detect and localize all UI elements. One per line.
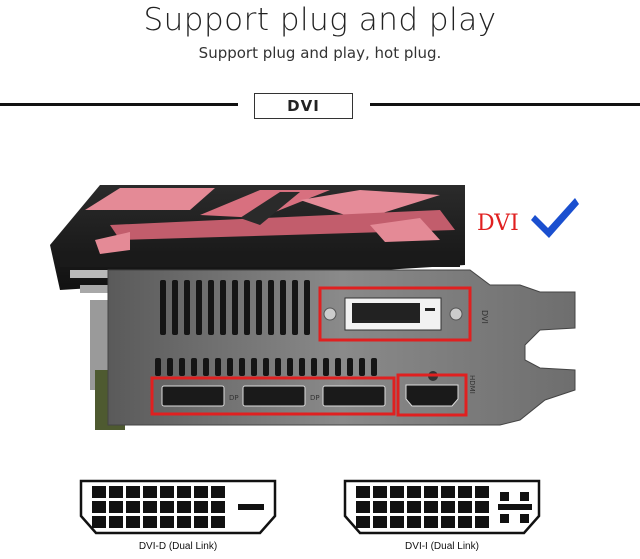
displayport-group: DP DP — [150, 376, 396, 416]
graphics-card-photo: DVI DP DP HDMI DVI — [50, 185, 579, 430]
svg-text:DP: DP — [310, 394, 320, 402]
check-icon — [531, 198, 579, 238]
page-title: Support plug and play — [143, 2, 497, 38]
dvi-highlight-box — [318, 286, 472, 342]
cooler-shroud — [50, 185, 465, 390]
hdmi-port: HDMI — [396, 373, 476, 417]
divider-left — [0, 103, 238, 106]
svg-text:DVI: DVI — [480, 310, 489, 324]
dvi-i-caption: DVI-I (Dual Link) — [405, 541, 479, 552]
dvi-d-connector-icon — [79, 479, 277, 535]
page-subtitle: Support plug and play, hot plug. — [198, 44, 442, 62]
svg-text:DP: DP — [229, 394, 239, 402]
section-label: DVI — [254, 93, 353, 119]
dp-highlight-box — [150, 376, 396, 416]
svg-text:HDMI: HDMI — [468, 375, 476, 394]
divider-right — [370, 103, 640, 106]
hdmi-highlight-box — [396, 373, 468, 417]
dvi-d-caption: DVI-D (Dual Link) — [138, 541, 218, 552]
dvi-i-connector-icon — [343, 479, 541, 535]
dvi-callout: DVI — [477, 211, 519, 236]
dvi-port: DVI — [318, 286, 489, 342]
